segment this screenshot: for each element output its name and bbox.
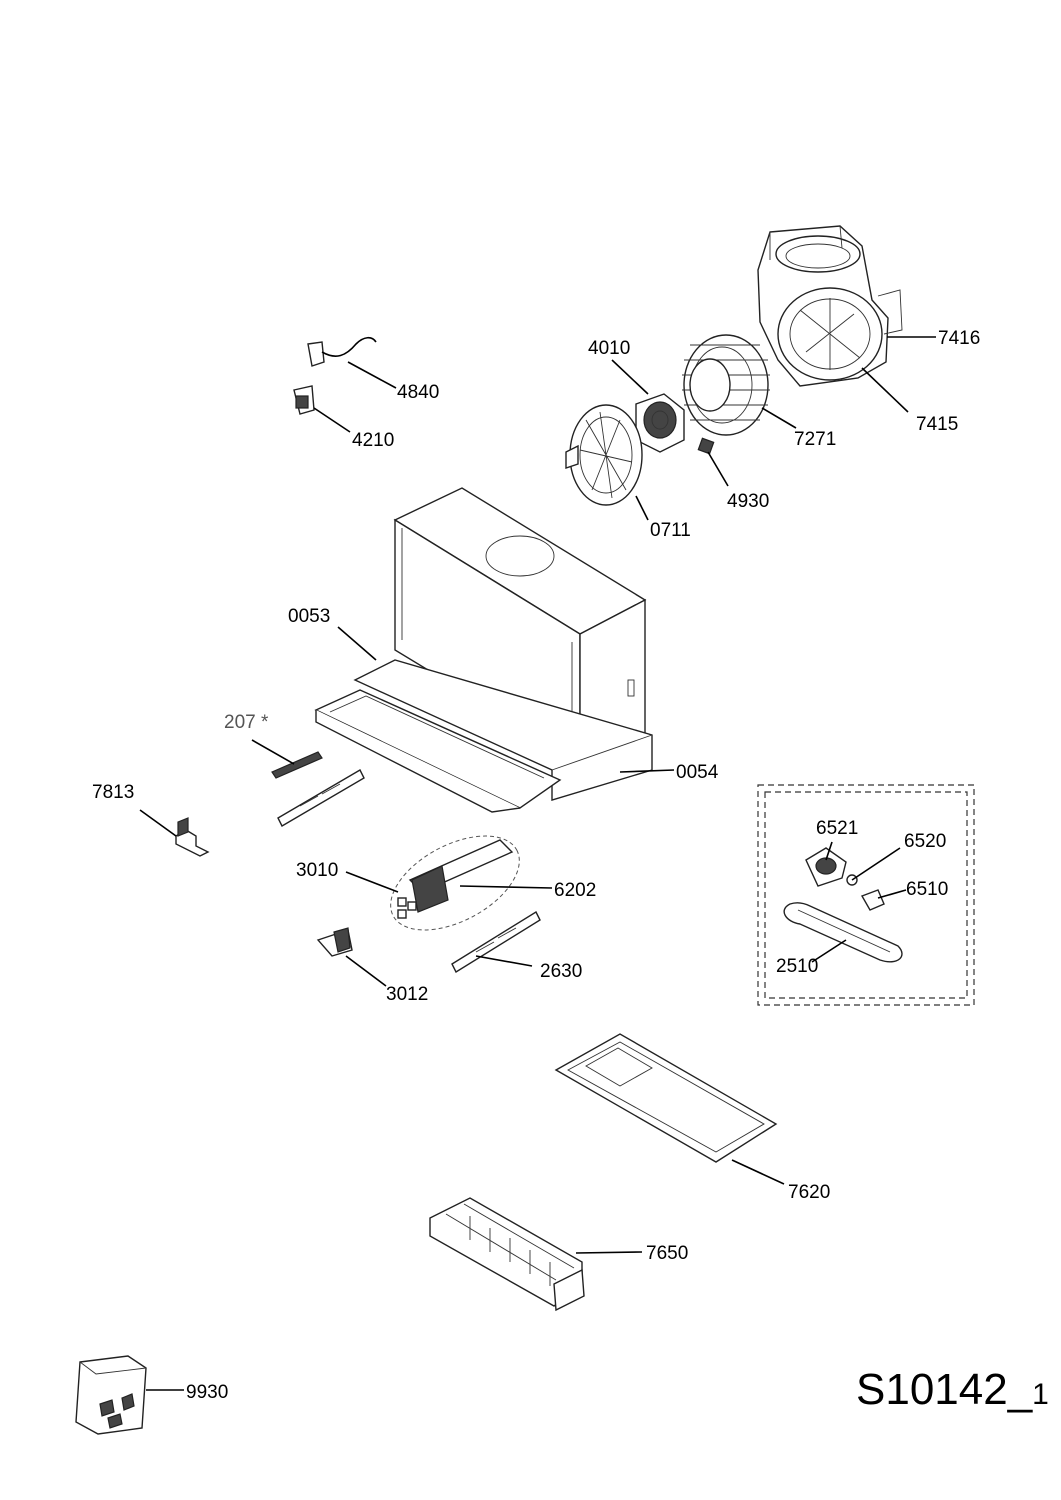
label-4210: 4210 (352, 430, 394, 451)
strip-part (271, 751, 323, 779)
label-6521: 6521 (816, 818, 858, 839)
label-2510: 2510 (776, 956, 818, 977)
carbon-filter-part (429, 1197, 585, 1312)
blower-housing-part (757, 225, 903, 387)
label-7620: 7620 (788, 1182, 830, 1203)
rail-right-part (451, 911, 541, 973)
grease-filter-part (554, 1033, 778, 1163)
screw-bag-part (75, 1355, 147, 1435)
capacitor-part (697, 437, 715, 455)
drawing-number-suffix: 1 (1032, 1378, 1049, 1411)
control-module-part (390, 835, 520, 931)
drawing-number: S10142_1 (856, 1365, 1049, 1415)
drawing-number-main: S10142_ (856, 1365, 1033, 1414)
rail-left-part (277, 769, 365, 827)
label-7271: 7271 (794, 429, 836, 450)
connector-part (293, 385, 315, 415)
label-9930: 9930 (186, 1382, 228, 1403)
clip-part (316, 927, 353, 957)
label-7813: 7813 (92, 782, 134, 803)
label-6202: 6202 (554, 880, 596, 901)
label-6510: 6510 (906, 879, 948, 900)
motor-part (635, 393, 685, 453)
label-7416: 7416 (938, 328, 980, 349)
label-207: 207 * (224, 712, 269, 733)
label-0711: 0711 (650, 520, 691, 541)
label-7415: 7415 (916, 414, 958, 435)
label-2630: 2630 (540, 961, 582, 982)
part-labels: 7416 4010 4840 7415 4210 7271 4930 0711 … (92, 328, 980, 1403)
label-4010: 4010 (588, 338, 630, 359)
motor-plate-part (565, 404, 643, 506)
label-4840: 4840 (397, 382, 439, 403)
label-3010: 3010 (296, 860, 338, 881)
label-0054: 0054 (676, 762, 719, 783)
label-3012: 3012 (386, 984, 428, 1005)
bracket-part (175, 817, 210, 857)
hood-body-part (314, 487, 653, 813)
label-0053: 0053 (288, 606, 330, 627)
fan-wheel-part (682, 334, 770, 436)
leader-lines (139, 336, 936, 1391)
label-6520: 6520 (904, 831, 946, 852)
cable-part (307, 336, 377, 367)
label-4930: 4930 (727, 491, 769, 512)
label-7650: 7650 (646, 1243, 688, 1264)
